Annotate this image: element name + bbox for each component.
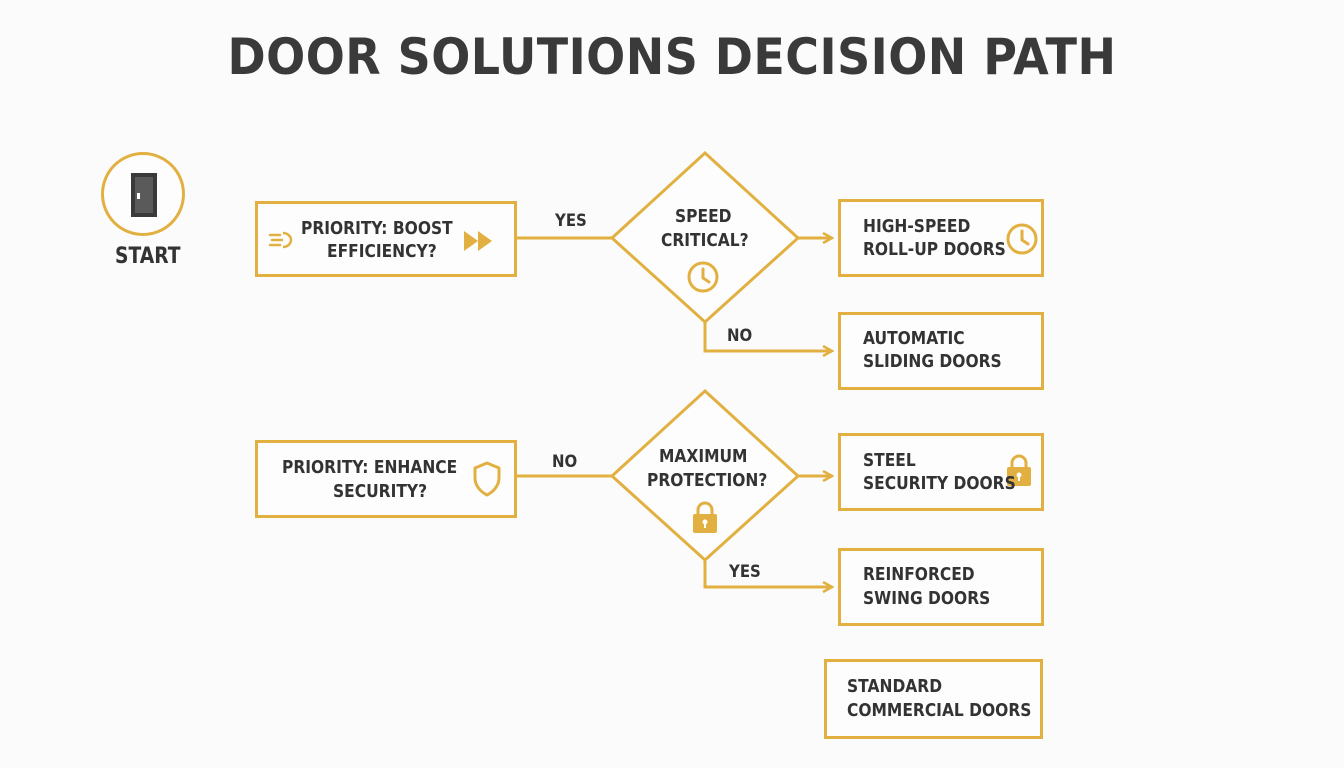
outcome-reinforced-line1: REINFORCED	[863, 564, 975, 585]
outcome-standard-box	[824, 659, 1043, 739]
decision-efficiency-line1: PRIORITY: BOOST	[301, 218, 453, 239]
outcome-standard-line1: STANDARD	[847, 676, 943, 697]
outcome-steel-box	[838, 433, 1044, 511]
decision-protection-diamond	[609, 388, 801, 563]
decision-protection-line2: PROTECTION?	[647, 470, 768, 491]
edge-label-speed-no: NO	[727, 326, 753, 346]
outcome-reinforced-line2: SWING DOORS	[863, 588, 991, 609]
outcome-steel-line2: SECURITY DOORS	[863, 473, 1016, 494]
connector-speed-sliding	[703, 322, 832, 351]
lock-icon	[1007, 454, 1031, 486]
clock-icon	[687, 261, 719, 293]
decision-efficiency-box	[255, 201, 517, 277]
decision-speed-diamond	[609, 150, 801, 325]
decision-efficiency-line2: EFFICIENCY?	[327, 241, 437, 262]
decision-protection-line1: MAXIMUM	[659, 446, 748, 467]
clock-icon	[1006, 223, 1038, 255]
connector-protection-reinforced	[703, 560, 832, 587]
lines-arrow-icon	[268, 231, 293, 249]
page-title: DOOR SOLUTIONS DECISION PATH	[227, 28, 1117, 86]
outcome-steel-line1: STEEL	[863, 450, 916, 471]
decision-speed-line1: SPEED	[675, 206, 732, 227]
outcome-sliding-line2: SLIDING DOORS	[863, 351, 1002, 372]
edge-label-protection-yes: YES	[729, 562, 761, 582]
decision-speed-line2: CRITICAL?	[661, 230, 749, 251]
decision-security-box	[255, 440, 517, 518]
door-icon	[131, 173, 157, 217]
fast-forward-icon	[464, 231, 492, 251]
outcome-sliding-line1: AUTOMATIC	[863, 328, 965, 349]
lock-icon	[693, 501, 717, 533]
outcome-reinforced-box	[838, 548, 1044, 626]
shield-icon	[473, 461, 501, 497]
outcome-highspeed-box	[838, 199, 1044, 277]
outcome-highspeed-line2: ROLL-UP DOORS	[863, 239, 1006, 260]
edge-label-security-no: NO	[552, 452, 578, 472]
decision-security-line1: PRIORITY: ENHANCE	[282, 457, 458, 478]
start-node	[101, 152, 185, 236]
decision-security-line2: SECURITY?	[333, 481, 428, 502]
outcome-sliding-box	[838, 312, 1044, 390]
outcome-standard-line2: COMMERCIAL DOORS	[847, 700, 1032, 721]
edge-label-efficiency-yes: YES	[555, 211, 587, 231]
start-label: START	[115, 244, 181, 269]
outcome-highspeed-line1: HIGH-SPEED	[863, 216, 971, 237]
